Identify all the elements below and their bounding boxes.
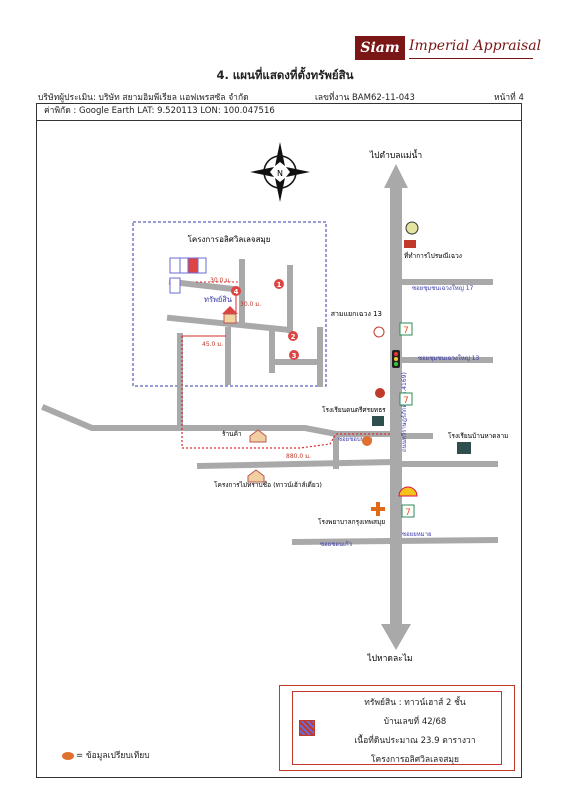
distance-30-label: 30.0 ม. (240, 301, 261, 308)
appraiser-company: บริษัทผู้ประเมิน: บริษัท สยามอิมพีเรียล … (38, 93, 249, 103)
page-title: 4. แผนที่แสดงที่ตั้งทรัพย์สิน (216, 68, 354, 82)
comparable-marker-1 (274, 279, 284, 289)
distance-45-label: 45.0 ม. (202, 341, 223, 348)
compass-n: N (277, 169, 283, 178)
comparable-project-icon (247, 469, 265, 483)
convenience-store-icon-2: 7 (399, 392, 413, 406)
svg-text:7: 7 (403, 326, 409, 336)
comparable-marker-4 (231, 286, 241, 296)
comparable-marker-3-label: 3 (292, 352, 297, 360)
direction-north-label: ไปตำบลแม่น้ำ (369, 149, 422, 161)
distance-top-label: 30.0 ม. (210, 277, 231, 284)
house-icon (222, 306, 238, 324)
convenience-store-icon: 7 (399, 322, 413, 336)
svg-text:7: 7 (405, 508, 411, 518)
svg-text:7: 7 (403, 396, 409, 406)
soi-17-label: ซอยชุมชนเฉวงใหญ่ 17 (412, 284, 474, 292)
info-property-type: ทรัพย์สิน : ทาวน์เฮาส์ 2 ชั้น (364, 698, 466, 708)
hospital-icon (371, 502, 385, 516)
school-2-icon (457, 442, 471, 454)
soi-bottom-right-label: ซอยยหมาย (402, 531, 432, 538)
info-project-name: โครงการอลิศวิลเลจสมุย (370, 755, 459, 765)
main-road (381, 164, 411, 650)
comparable-marker-1-label: 1 (277, 281, 282, 289)
info-inner-border: ทรัพย์สิน : ทาวน์เฮาส์ 2 ชั้น บ้านเลขที่… (292, 691, 502, 765)
map-frame (36, 103, 522, 778)
logo-underline (409, 58, 533, 59)
roads (41, 259, 499, 546)
project-boundary (132, 221, 327, 387)
info-land-area: เนื้อที่ดินประมาณ 23.9 ตารางวา (354, 736, 476, 746)
compass-icon: N (250, 142, 310, 202)
page-number: หน้าที่ 4 (494, 93, 524, 103)
comparable-data-icon (362, 436, 372, 446)
route-path (181, 336, 390, 449)
soi-moo-label: ซอยชอบหมอ (338, 436, 373, 443)
soi-13-label: ซอยชุมชนเฉวงใหญ่ 13 (418, 354, 480, 362)
subject-label: ทรัพย์สิน (204, 295, 232, 304)
shell-icon (398, 486, 418, 497)
convenience-store-icon-3: 7 (401, 504, 415, 518)
traffic-light-icon (392, 350, 400, 368)
subject-swatch-icon (299, 720, 315, 736)
project-label: โครงการอลิศวิลเลจสมุย (188, 234, 271, 244)
comparable-marker-4-label: 4 (234, 288, 239, 296)
comparable-project-label: โครงการไม่ทราบชื่อ (ทาวน์เฮ้าส์เดี่ยว) (214, 480, 322, 489)
bank-icon (375, 388, 385, 398)
comparable-marker-3 (289, 350, 299, 360)
shop-label: ร้านค้า (222, 430, 242, 438)
coordinates-bar: ค่าพิกัด : Google Earth LAT: 9.520113 LO… (36, 103, 522, 121)
shop-icon (249, 429, 267, 443)
info-house-number: บ้านเลขที่ 42/68 (383, 717, 447, 727)
comparable-marker-2 (288, 331, 298, 341)
junction-label: สามแยกเฉวง 13 (331, 310, 382, 318)
distance-880-label: 880.0 ม. (286, 453, 311, 460)
job-number: เลขที่งาน BAM62-11-043 (315, 93, 415, 103)
road-south-west (196, 458, 399, 470)
direction-south-label: ไปหาดละไม (366, 653, 412, 664)
junction-icon (373, 326, 385, 338)
road-project-inner-2 (168, 278, 246, 294)
subject-property (169, 257, 207, 294)
comparable-dot-icon (62, 751, 74, 760)
school-2-label: โรงเรียนบ้านหาดลาม (448, 432, 508, 440)
comparable-marker-2-label: 2 (291, 333, 296, 341)
logo-company-name: Imperial Appraisal (409, 38, 542, 54)
company-logo: Siam Imperial Appraisal (355, 36, 541, 60)
school-1-icon (372, 416, 384, 426)
map-legend: = ข้อมูลเปรียบเทียบ (62, 748, 150, 762)
logo-icon (405, 221, 419, 235)
logo-brand: Siam (355, 36, 405, 60)
post-office-icon (404, 240, 416, 248)
soi-bottom-left-label: ซอยชอนเก้ว (320, 541, 352, 548)
hospital-label: โรงพยาบาลกรุงเทพสมุย (318, 518, 385, 526)
property-info-box: ทรัพย์สิน : ทาวน์เฮาส์ 2 ชั้น บ้านเลขที่… (279, 685, 515, 771)
legend-text: = ข้อมูลเปรียบเทียบ (76, 751, 150, 761)
location-map: N ทรัพย์สิน 30.0 ม. 30.0 ม. 45.0 ม. 880.… (41, 142, 508, 664)
post-office-label: ที่ทำการไปรษณีเฉวง (404, 251, 462, 260)
school-1-label: โรงเรียนดนตรีศรยทธร (322, 406, 386, 414)
main-road-label: ถนนทวีราษฎร์ภักดี (ทล.4169) (400, 372, 408, 452)
